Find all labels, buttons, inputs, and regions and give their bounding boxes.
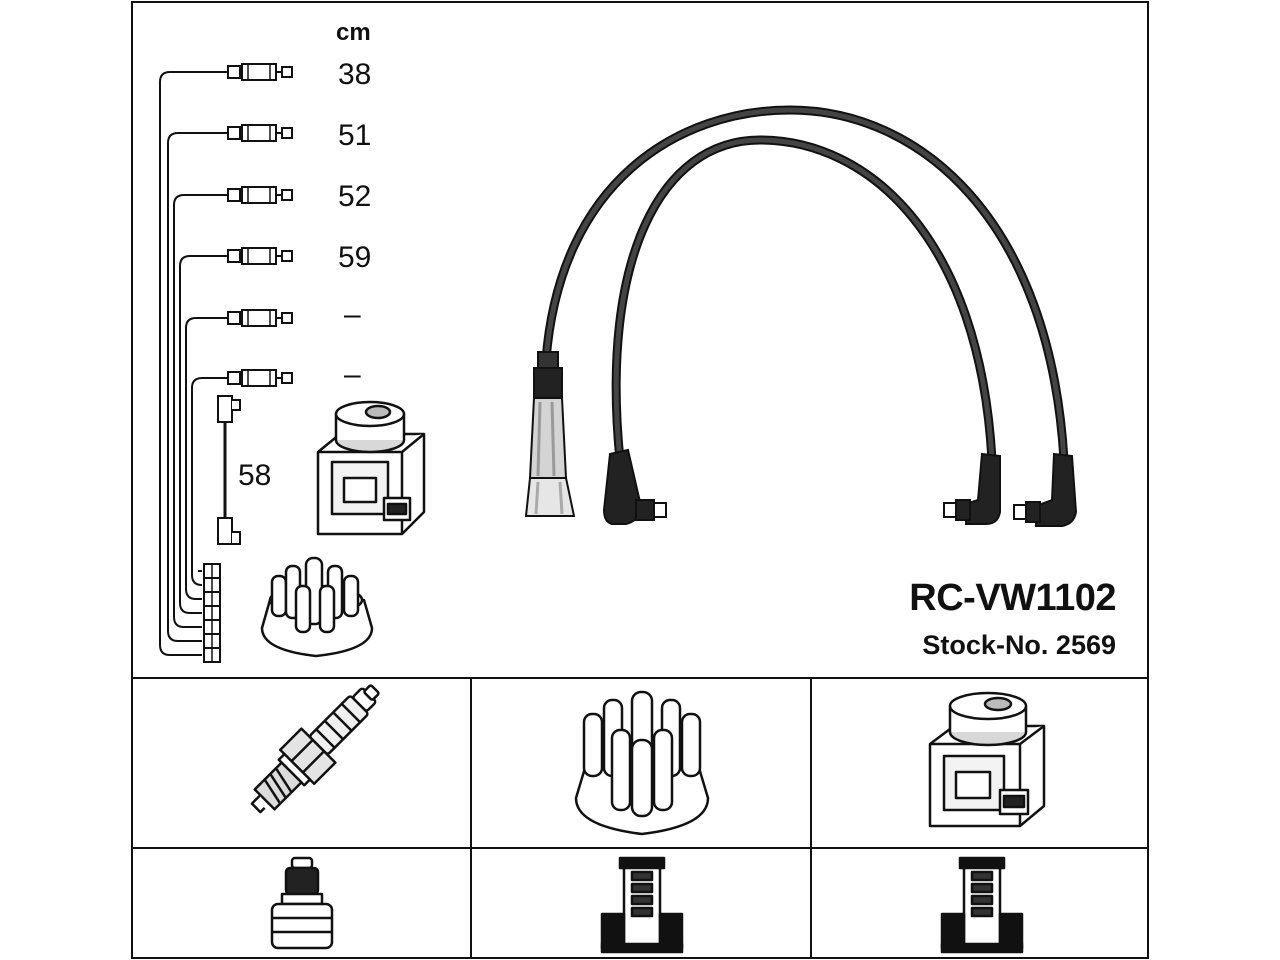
stock-number: Stock-No. 2569 bbox=[922, 630, 1116, 660]
length-4: 59 bbox=[338, 241, 371, 274]
angled-plug-boot-left bbox=[602, 448, 667, 525]
cap-terminals bbox=[203, 563, 221, 663]
distributor-cap-large-icon bbox=[574, 690, 710, 836]
angled-plug-boot-right bbox=[1013, 452, 1078, 527]
length-2: 51 bbox=[338, 119, 371, 152]
part-code: RC-VW1102 bbox=[909, 577, 1116, 619]
straight-plug-boot bbox=[524, 351, 576, 517]
length-3: 52 bbox=[338, 180, 371, 213]
coil-lead bbox=[217, 395, 241, 545]
plug-connector-icon bbox=[270, 856, 334, 950]
frame-border bbox=[131, 1, 1149, 959]
ignition-coil-icon bbox=[316, 400, 426, 536]
angled-plug-boot-middle bbox=[943, 452, 1001, 525]
length-5: – bbox=[344, 298, 361, 331]
cable-connectors bbox=[227, 63, 293, 387]
cable-schematic bbox=[159, 71, 228, 656]
cap-connector-icon bbox=[600, 856, 684, 954]
coil-length: 58 bbox=[238, 459, 271, 492]
ignition-cable-pair bbox=[524, 105, 1078, 527]
unit-label: cm bbox=[336, 19, 371, 46]
length-1: 38 bbox=[338, 58, 371, 91]
spark-plug-icon bbox=[250, 684, 380, 814]
coil-connector-icon bbox=[940, 856, 1024, 954]
distributor-cap-icon bbox=[260, 556, 374, 658]
length-6: – bbox=[344, 358, 361, 391]
ignition-coil-large-icon bbox=[928, 691, 1046, 828]
